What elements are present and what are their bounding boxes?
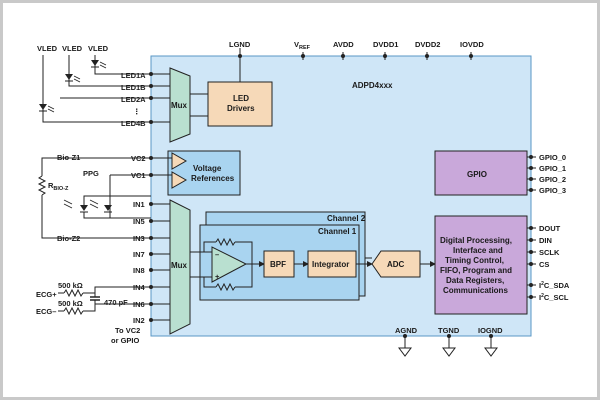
pin-vc1: VC1 [131, 171, 146, 180]
led-drivers-block [207, 81, 273, 127]
vled-label-3: VLED [88, 44, 109, 53]
gpio-pins: GPIO_0 GPIO_1 GPIO_2 GPIO_3 [527, 153, 566, 195]
digital-label-6: Communications [443, 286, 508, 295]
channel-2-label: Channel 2 [327, 214, 366, 223]
pin-led1b: LED1B [121, 83, 146, 92]
led-diode-icon [65, 74, 73, 80]
led-diode-icon [39, 104, 47, 110]
vref-buffer-2-icon [171, 171, 188, 189]
pin-dvdd2: DVDD2 [415, 40, 440, 49]
pin-i2c-scl: I2C_SCL [539, 293, 569, 302]
amplifier-icon [211, 246, 248, 283]
led-drivers-label-1: LED [233, 94, 249, 103]
ppg-label: PPG [83, 169, 99, 178]
ecg-section: 500 kΩ 500 kΩ 470 pF ECG+ ECG– To VC2 or… [36, 281, 151, 345]
feedback-resistor-1 [215, 237, 236, 247]
digital-pins: DOUT DIN SCLK CS I2C_SDA I2C_SCL [527, 224, 570, 302]
resistor-rbioz [37, 175, 47, 196]
rbioz-label: RBIO-Z [48, 181, 69, 192]
vref-buffer-1-icon [171, 152, 188, 170]
pin-in3: IN3 [133, 234, 145, 243]
digital-label-1: Digital Processing, [440, 236, 512, 245]
pin-i2c-sda: I2C_SDA [539, 281, 570, 290]
to-vc2-label-1: To VC2 [115, 326, 140, 335]
pin-iovdd: IOVDD [460, 40, 484, 49]
digital-label-4: FIFO, Program and [440, 266, 512, 275]
pin-avdd: AVDD [333, 40, 354, 49]
amp-minus: – [215, 250, 219, 259]
pin-cs: CS [539, 260, 549, 269]
pin-led2a: LED2A [121, 95, 146, 104]
light-incoming-icon [63, 199, 99, 209]
pin-iognd: IOGND [478, 326, 503, 335]
gpio-label: GPIO [467, 170, 487, 179]
pin-gpio0: GPIO_0 [539, 153, 566, 162]
pin-gpio3: GPIO_3 [539, 186, 566, 195]
feedback-resistor-2 [215, 282, 236, 292]
pin-tgnd: TGND [438, 326, 460, 335]
pin-in1: IN1 [133, 200, 145, 209]
to-vc2-label-2: or GPIO [111, 336, 140, 345]
resistor-500k-1 [63, 288, 84, 298]
ground-icon [398, 347, 412, 357]
adc-label: ADC [387, 260, 405, 269]
led-ellipsis: ⋮ [133, 107, 141, 116]
pin-sclk: SCLK [539, 248, 560, 257]
led-mux-label: Mux [171, 101, 188, 110]
light-emission-icon [47, 61, 107, 113]
digital-label-5: Data Registers, [446, 276, 504, 285]
cap-label: 470 pF [104, 298, 128, 307]
bpf-label: BPF [270, 260, 286, 269]
input-pins: VC2 VC1 IN1 IN5 IN3 IN7 IN8 IN4 IN6 IN2 [131, 154, 170, 325]
led-section: VLED VLED VLED LED1A LED1B LED2A LED4B [37, 44, 153, 128]
pin-gpio2: GPIO_2 [539, 175, 566, 184]
pin-in8: IN8 [133, 266, 145, 275]
pin-lgnd: LGND [229, 40, 251, 49]
ground-icon [484, 347, 498, 357]
input-mux [169, 199, 191, 335]
bioz-section: Bio-Z1 Bio-Z2 RBIO-Z PPG [37, 153, 151, 243]
pin-led1a: LED1A [121, 71, 146, 80]
resistor-500k-2 [63, 306, 84, 316]
pin-in5: IN5 [133, 217, 145, 226]
led-drivers-label-2: Drivers [227, 104, 255, 113]
pin-din: DIN [539, 236, 552, 245]
voltage-references-label-1: Voltage [193, 164, 222, 173]
pin-led4b: LED4B [121, 119, 146, 128]
vled-label-2: VLED [62, 44, 83, 53]
pin-agnd: AGND [395, 326, 418, 335]
vled-label-1: VLED [37, 44, 58, 53]
res1-label: 500 kΩ [58, 281, 83, 290]
photodiode-icon [80, 205, 88, 211]
res2-label: 500 kΩ [58, 299, 83, 308]
pin-dout: DOUT [539, 224, 561, 233]
led-mux [169, 67, 191, 143]
amp-plus: + [215, 272, 220, 281]
ground-pins: AGND TGND IOGND [395, 326, 503, 357]
pin-vc2: VC2 [131, 154, 146, 163]
pin-vref: VREF [294, 40, 311, 51]
led-diode-icon [91, 60, 99, 66]
channel-1-label: Channel 1 [318, 227, 357, 236]
chip-name: ADPD4xxx [352, 81, 393, 90]
integrator-block [307, 250, 357, 278]
gpio-block [434, 150, 528, 196]
pin-gpio1: GPIO_1 [539, 164, 566, 173]
integrator-label: Integrator [312, 260, 349, 269]
digital-processing-block [434, 215, 528, 315]
supply-pins: LGND VREF AVDD DVDD1 DVDD2 IOVDD [229, 40, 484, 88]
ecg-minus-label: ECG– [36, 307, 56, 316]
voltage-references-label-2: References [191, 174, 235, 183]
pin-dvdd1: DVDD1 [373, 40, 398, 49]
photodiode-icon [104, 205, 112, 211]
ground-icon [442, 347, 456, 357]
input-mux-label: Mux [171, 261, 188, 270]
pin-in7: IN7 [133, 250, 145, 259]
pin-in2: IN2 [133, 316, 145, 325]
ecg-plus-label: ECG+ [36, 290, 57, 299]
digital-label-3: Timing Control, [445, 256, 504, 265]
digital-label-2: Interface and [453, 246, 503, 255]
